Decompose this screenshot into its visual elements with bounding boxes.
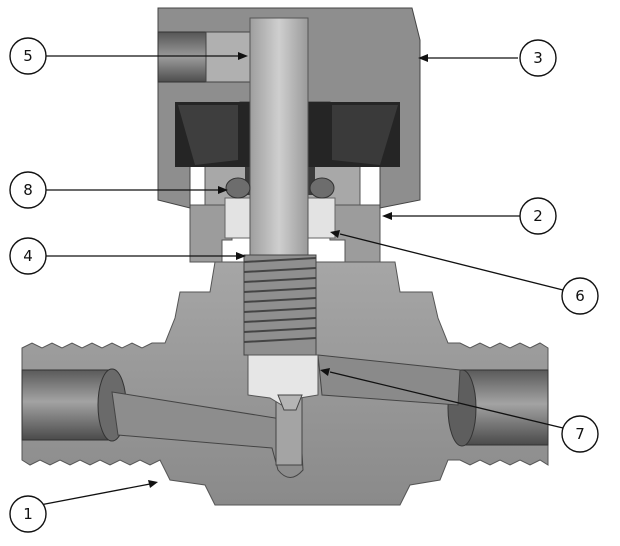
callout-3: 3	[519, 39, 557, 77]
callout-label-1: 1	[23, 505, 33, 523]
callout-label-7: 7	[575, 425, 585, 443]
callout-4: 4	[9, 237, 47, 275]
stem-thread	[243, 254, 317, 356]
needle-point	[277, 394, 303, 411]
stem-shaft	[249, 17, 309, 259]
callout-5: 5	[9, 37, 47, 75]
handle-cavity-right	[332, 105, 398, 165]
callout-6: 6	[561, 277, 599, 315]
set-screw	[157, 31, 207, 83]
callout-label-6: 6	[575, 287, 585, 305]
callout-label-3: 3	[533, 49, 543, 67]
handle-cavity-left	[178, 105, 238, 165]
o-ring-left	[225, 177, 251, 199]
o-ring-right	[309, 177, 335, 199]
callout-label-5: 5	[23, 47, 33, 65]
callout-1: 1	[9, 495, 47, 533]
stem	[243, 17, 319, 411]
callouts	[39, 52, 564, 506]
callout-label-2: 2	[533, 207, 543, 225]
callout-2: 2	[519, 197, 557, 235]
callout-label-8: 8	[23, 181, 33, 199]
outlet-passage	[317, 354, 461, 406]
callout-8: 8	[9, 171, 47, 209]
callout-7: 7	[561, 415, 599, 453]
callout-label-4: 4	[23, 247, 33, 265]
